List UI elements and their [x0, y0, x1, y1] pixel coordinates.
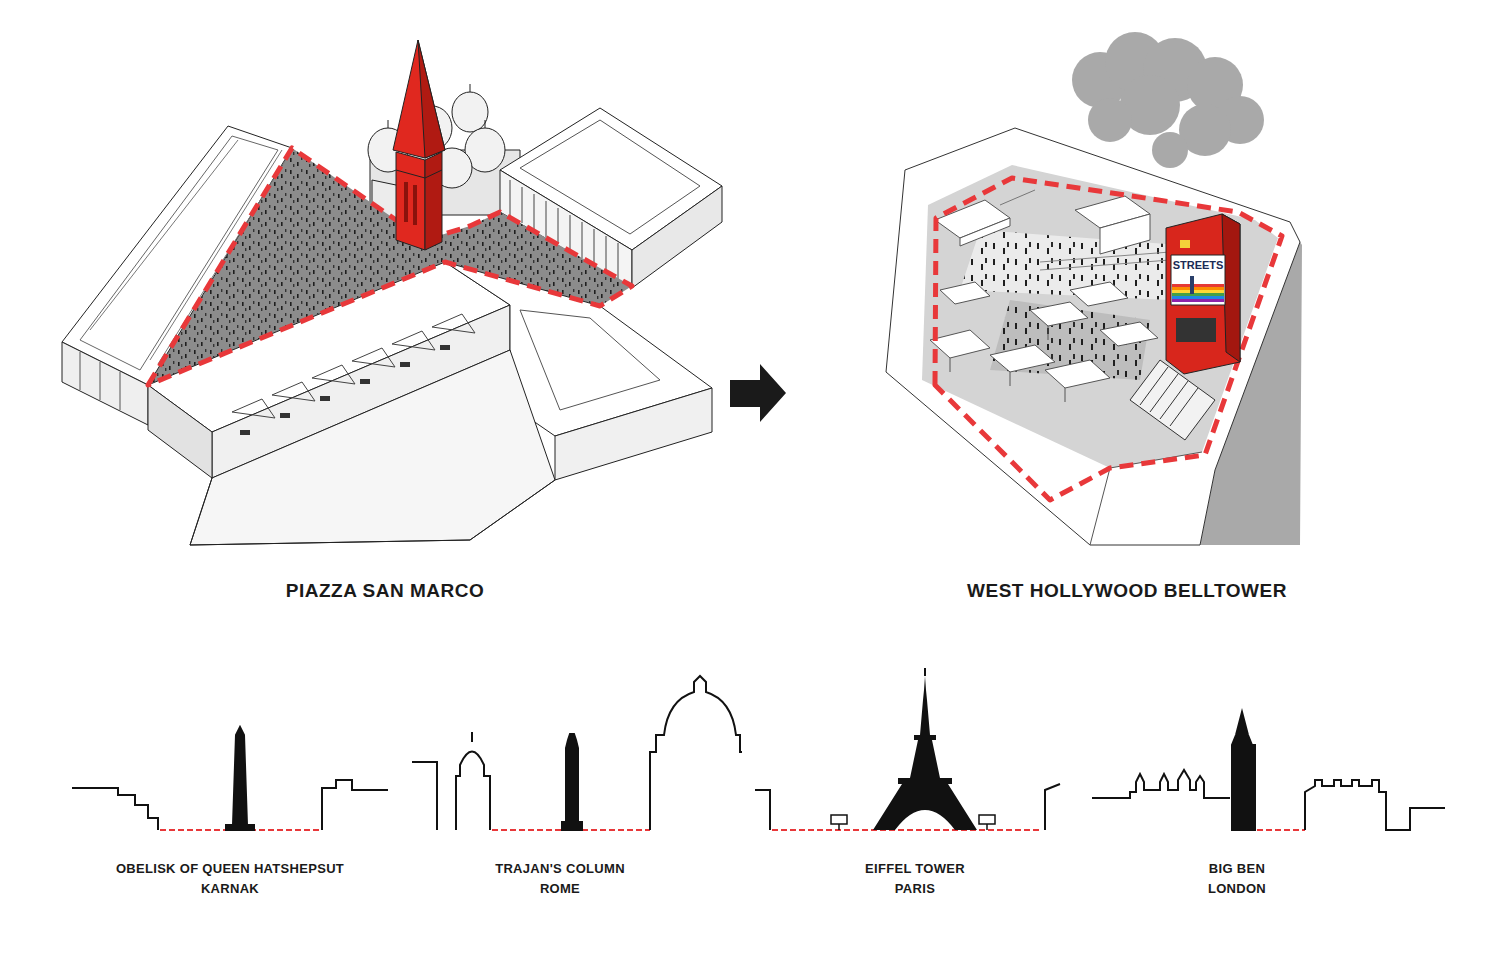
block-arrow — [730, 364, 786, 422]
caption-label: WEST HOLLYWOOD BELLTOWER — [967, 580, 1287, 603]
piazza-drawing — [62, 40, 722, 545]
caption-label: ROME — [540, 881, 580, 897]
belltower-drawing — [886, 32, 1302, 545]
screen-text: STREETS — [1173, 259, 1224, 272]
caption-label: KARNAK — [201, 881, 259, 897]
caption-label: OBELISK OF QUEEN HATSHEPSUT — [116, 861, 344, 877]
caption-label: LONDON — [1208, 881, 1266, 897]
caption-label: PARIS — [895, 881, 935, 897]
caption-label: BIG BEN — [1209, 861, 1265, 877]
skyline-sections — [72, 668, 1445, 830]
caption-label: PIAZZA SAN MARCO — [286, 580, 484, 603]
caption-label: EIFFEL TOWER — [865, 861, 965, 877]
caption-label: TRAJAN'S COLUMN — [495, 861, 625, 877]
